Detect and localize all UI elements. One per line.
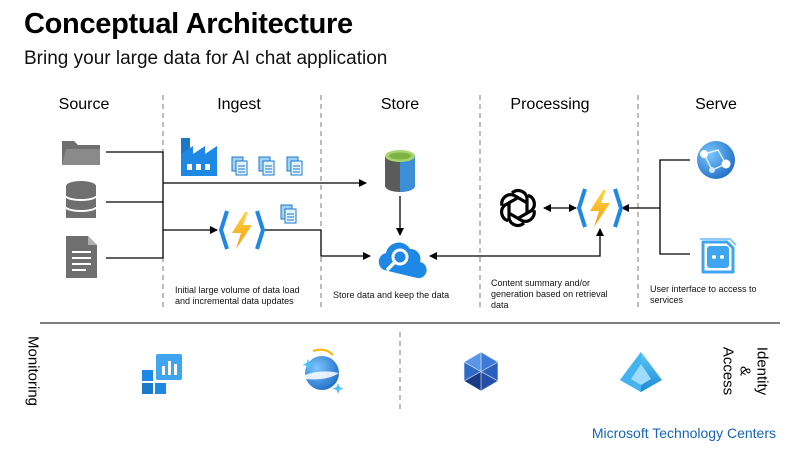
azure-function-icon <box>218 210 266 250</box>
active-directory-icon <box>620 352 662 392</box>
column-source: Source <box>58 96 110 113</box>
file-copy-icon <box>231 156 303 224</box>
connectors <box>106 151 690 260</box>
cosmos-db-icon <box>302 348 344 394</box>
page-title: Conceptual Architecture <box>24 8 353 40</box>
sql-database-icon <box>385 150 415 192</box>
processing-description: Content summary and/or generation based … <box>491 278 608 310</box>
azure-function-icon <box>576 188 624 228</box>
column-ingest: Ingest <box>217 96 261 113</box>
app-service-icon <box>697 141 735 179</box>
column-dividers <box>162 95 639 410</box>
monitoring-label: Monitoring <box>24 335 42 407</box>
data-factory-icon <box>181 138 217 176</box>
folder-icon <box>62 141 100 165</box>
static-web-app-icon <box>700 238 737 274</box>
database-icon <box>65 181 97 218</box>
document-icon <box>66 236 97 278</box>
page-subtitle: Bring your large data for AI chat applic… <box>24 48 388 69</box>
cognitive-search-icon <box>378 242 427 279</box>
column-serve: Serve <box>695 96 737 113</box>
identity-access-label: Identity & Access <box>719 346 771 396</box>
store-description: Store data and keep the data <box>333 290 450 300</box>
serve-description: User interface to access to services <box>650 284 757 305</box>
column-store: Store <box>380 96 420 113</box>
footer-brand: Microsoft Technology Centers <box>591 425 776 441</box>
ingest-description: Initial large volume of data load and in… <box>175 285 300 306</box>
monitor-icon <box>142 354 182 394</box>
kubernetes-icon <box>463 351 499 392</box>
column-processing: Processing <box>510 96 590 113</box>
openai-icon <box>500 188 536 228</box>
